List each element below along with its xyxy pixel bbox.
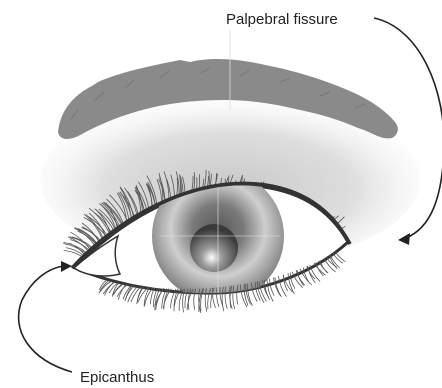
- eyelash: [64, 251, 83, 258]
- arrowhead-epicanthus: [61, 261, 72, 272]
- label-palpebral-fissure: Palpebral fissure: [226, 11, 338, 28]
- arrowhead-palpebral-fissure: [398, 233, 410, 245]
- pupil: [190, 224, 238, 272]
- arrow-epicanthus: [19, 266, 72, 372]
- eyelash: [117, 284, 128, 296]
- eyelash: [336, 252, 346, 262]
- eyelash: [137, 287, 144, 304]
- label-epicanthus: Epicanthus: [80, 369, 154, 386]
